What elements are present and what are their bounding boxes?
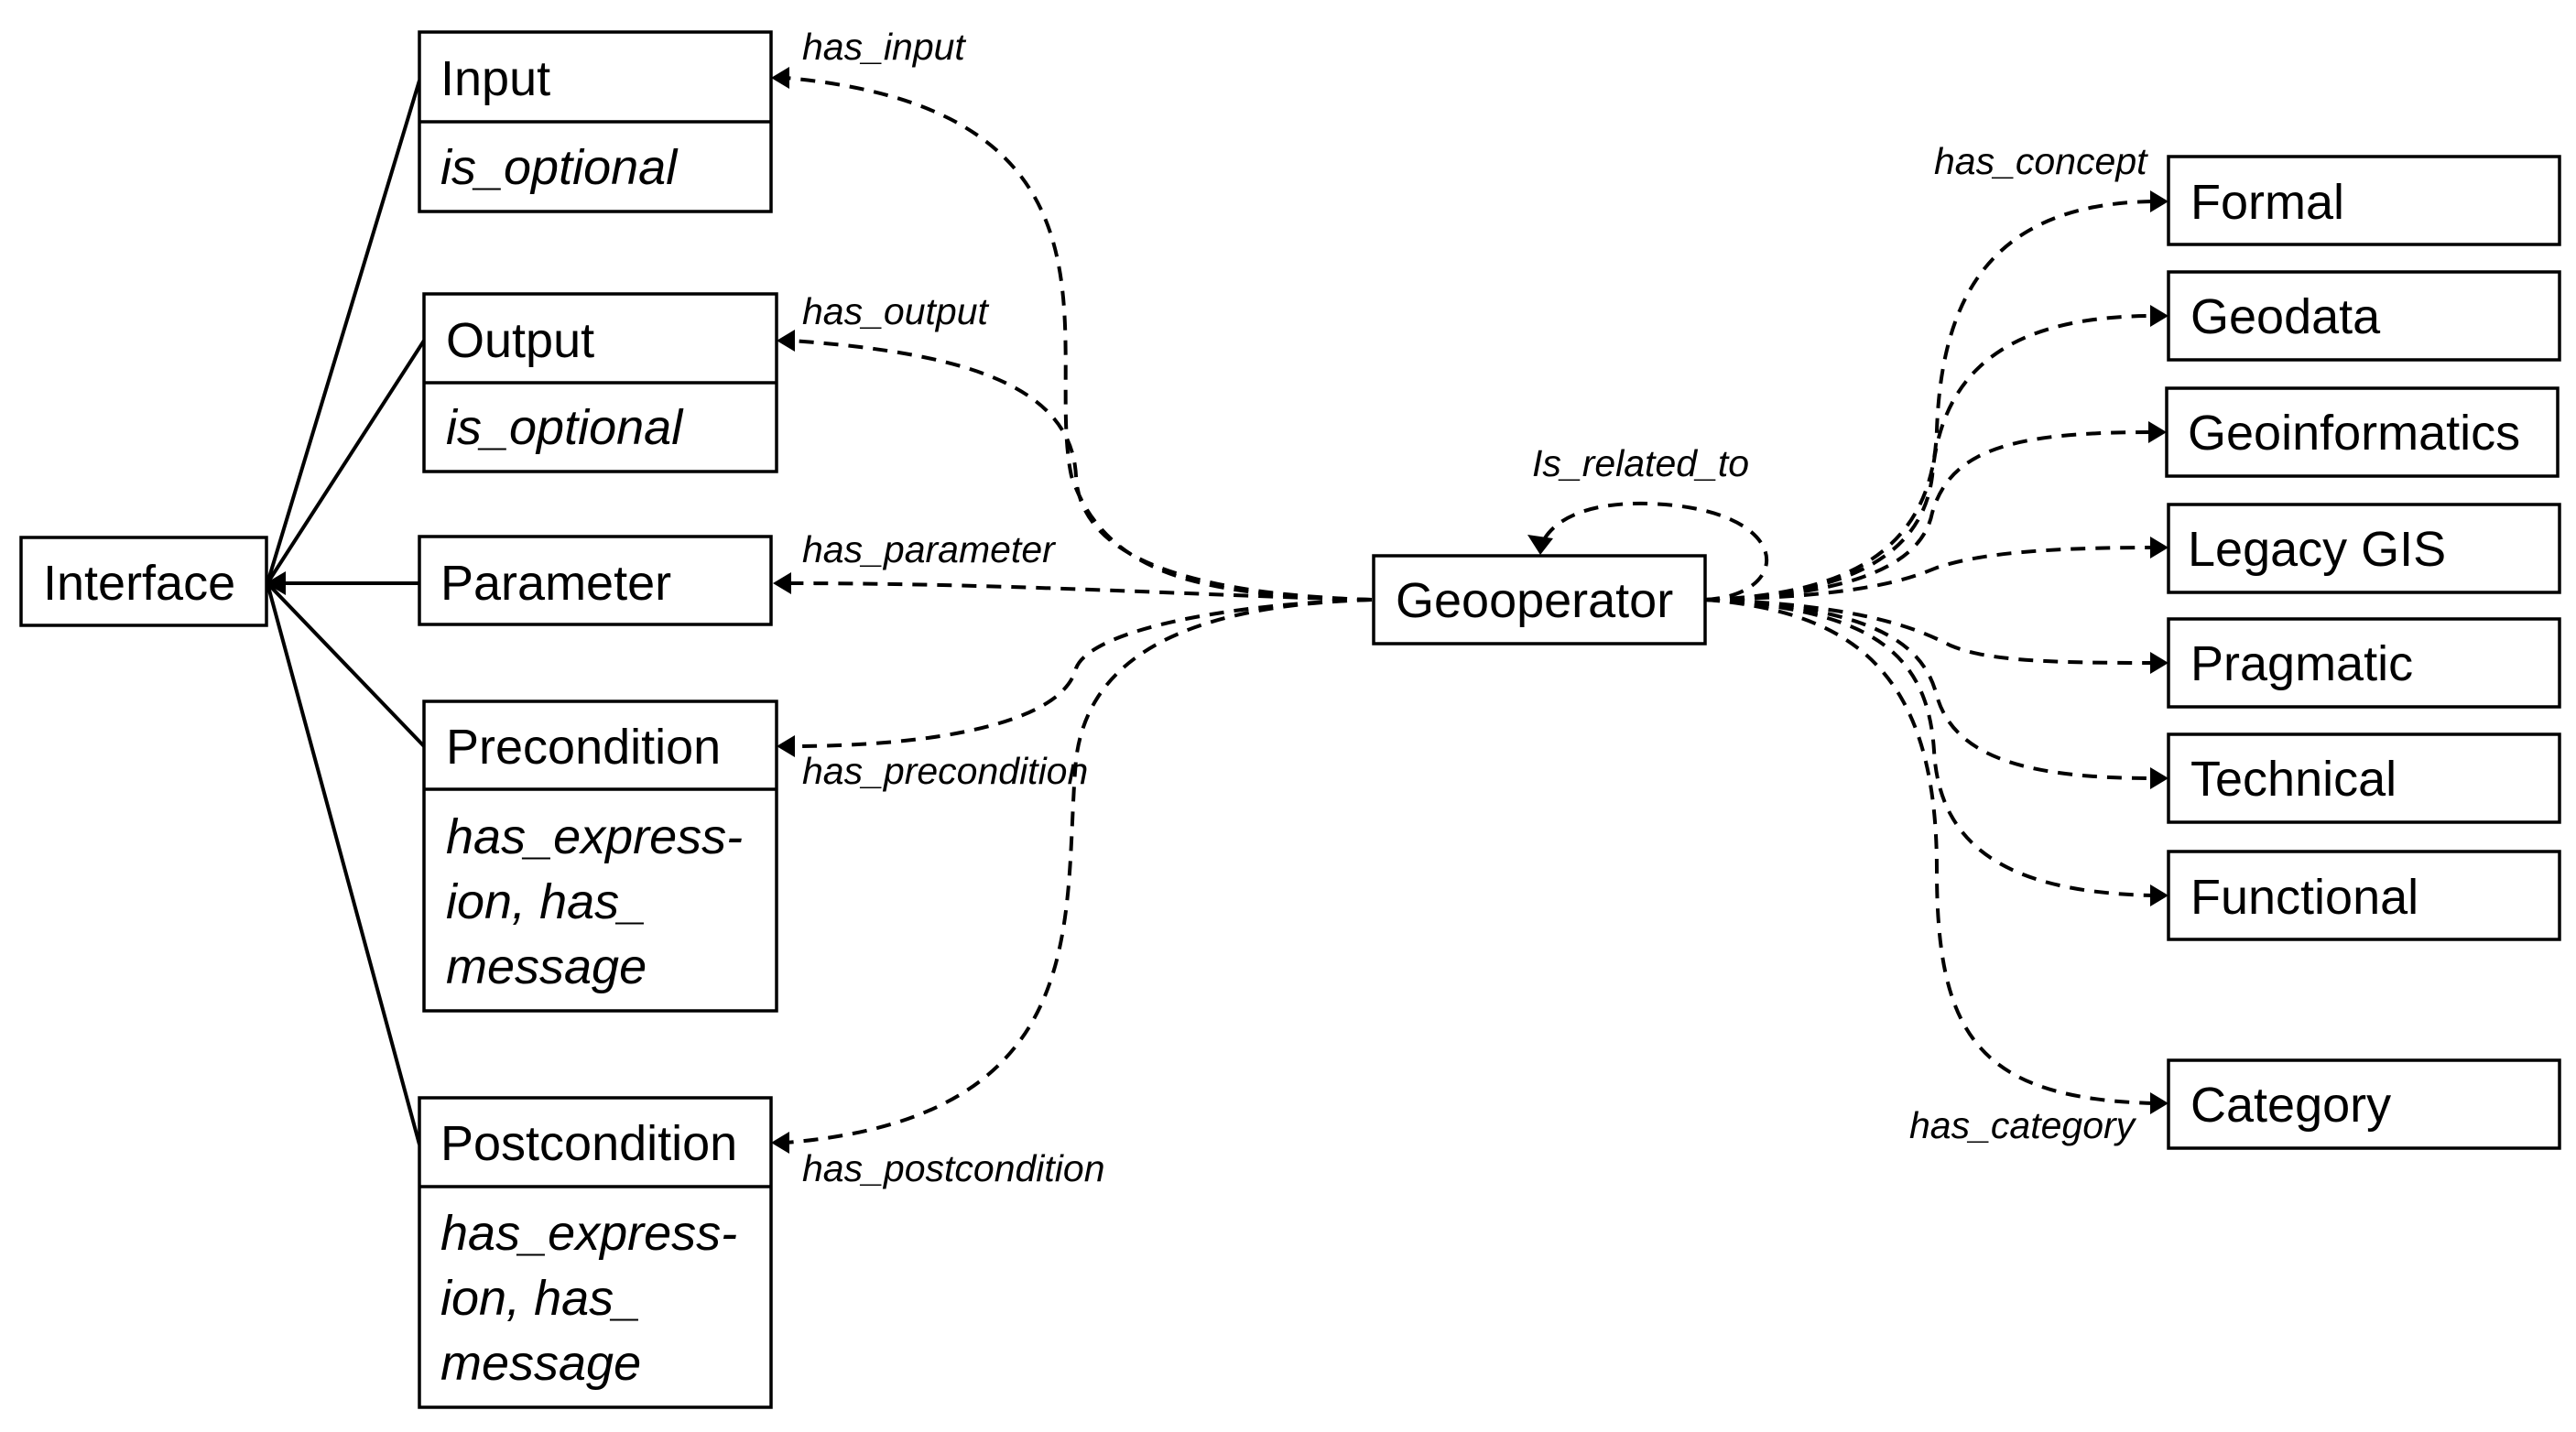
label-is-related-to: Is_related_to bbox=[1532, 442, 1749, 484]
node-pragmatic: Pragmatic bbox=[2167, 617, 2561, 709]
node-legacy-gis: Legacy GIS bbox=[2167, 503, 2561, 594]
arrowhead-has-output bbox=[777, 330, 795, 352]
arrowhead-has-input bbox=[771, 67, 789, 89]
node-title: Interface bbox=[43, 556, 235, 611]
edge-has-input bbox=[785, 76, 1373, 602]
edge-geodata bbox=[1704, 314, 2155, 602]
arrowhead-technical bbox=[2150, 767, 2168, 789]
edge-technical bbox=[1704, 598, 2155, 780]
node-attribute: message bbox=[446, 939, 647, 994]
node-category: Category bbox=[2167, 1058, 2561, 1150]
node-attribute: has_express- bbox=[440, 1206, 737, 1261]
self-loop bbox=[1527, 501, 1769, 602]
node-title: Geoinformatics bbox=[2188, 406, 2520, 461]
arrowhead-has-postcondition bbox=[771, 1132, 789, 1154]
edge-has-output bbox=[790, 339, 1373, 602]
edge-legacy-gis bbox=[1704, 546, 2155, 602]
node-attribute: ion, has_ bbox=[440, 1271, 641, 1326]
node-title: Parameter bbox=[440, 556, 671, 611]
node-title: Formal bbox=[2190, 175, 2344, 230]
node-attribute: is_optional bbox=[446, 400, 684, 455]
arrowhead-has-precondition bbox=[777, 735, 795, 757]
node-geoinformatics: Geoinformatics bbox=[2165, 386, 2560, 478]
arrowhead-interface bbox=[266, 571, 286, 595]
arrowhead-geoinformatics bbox=[2148, 421, 2167, 443]
right-edges bbox=[1704, 190, 2168, 1114]
label-has-input: has_input bbox=[802, 26, 966, 68]
node-title: Legacy GIS bbox=[2188, 522, 2446, 577]
link-interface-postcondition bbox=[266, 582, 421, 1145]
node-geooperator: Geooperator bbox=[1372, 554, 1707, 645]
node-title: Functional bbox=[2190, 870, 2418, 925]
node-attribute: message bbox=[440, 1336, 641, 1391]
node-parameter: Parameter bbox=[418, 535, 773, 626]
arrowhead-functional bbox=[2150, 884, 2168, 906]
node-formal: Formal bbox=[2167, 155, 2561, 246]
edge-geoinformatics bbox=[1704, 430, 2153, 602]
arrowhead-pragmatic bbox=[2150, 652, 2168, 674]
arrowhead-geodata bbox=[2150, 305, 2168, 327]
interface-links bbox=[266, 80, 426, 1145]
node-title: Precondition bbox=[446, 720, 721, 775]
edge-has-precondition bbox=[790, 598, 1373, 748]
edge-has-concept-formal bbox=[1704, 200, 2155, 602]
node-title: Pragmatic bbox=[2190, 636, 2413, 691]
node-precondition: Precondition has_express- ion, has_ mess… bbox=[422, 700, 778, 1013]
edge-functional bbox=[1704, 598, 2155, 897]
edge-has-category bbox=[1704, 598, 2155, 1105]
node-title: Input bbox=[440, 51, 550, 106]
node-attribute: ion, has_ bbox=[446, 874, 647, 929]
link-interface-input bbox=[266, 80, 421, 584]
node-title: Category bbox=[2190, 1078, 2391, 1133]
node-title: Geooperator bbox=[1396, 573, 1673, 628]
link-interface-output bbox=[266, 339, 426, 585]
arrowhead-has-parameter bbox=[773, 572, 791, 594]
edge-has-parameter bbox=[787, 581, 1373, 602]
node-attribute: is_optional bbox=[440, 140, 679, 195]
label-has-precondition: has_precondition bbox=[802, 750, 1088, 792]
label-has-output: has_output bbox=[802, 290, 990, 332]
node-interface: Interface bbox=[19, 536, 268, 627]
node-title: Technical bbox=[2190, 752, 2397, 807]
arrowhead-category bbox=[2150, 1092, 2168, 1114]
node-geodata: Geodata bbox=[2167, 270, 2561, 362]
node-functional: Functional bbox=[2167, 850, 2561, 941]
label-has-concept: has_concept bbox=[1934, 140, 2148, 182]
node-title: Geodata bbox=[2190, 289, 2381, 344]
arrowhead-formal bbox=[2150, 190, 2168, 212]
label-has-category: has_category bbox=[1909, 1104, 2137, 1146]
node-input: Input is_optional bbox=[418, 30, 773, 213]
edge-pragmatic bbox=[1704, 598, 2155, 665]
label-has-parameter: has_parameter bbox=[802, 528, 1057, 570]
node-title: Output bbox=[446, 313, 594, 368]
node-postcondition: Postcondition has_express- ion, has_ mes… bbox=[418, 1096, 773, 1409]
left-edges bbox=[771, 67, 1373, 1154]
edge-has-postcondition bbox=[785, 598, 1373, 1145]
node-technical: Technical bbox=[2167, 732, 2561, 824]
node-title: Postcondition bbox=[440, 1116, 737, 1171]
edge-labels: has_input has_output has_parameter has_p… bbox=[802, 26, 2148, 1189]
link-interface-precondition bbox=[266, 581, 426, 748]
node-output: Output is_optional bbox=[422, 292, 778, 473]
label-has-postcondition: has_postcondition bbox=[802, 1147, 1105, 1189]
node-attribute: has_express- bbox=[446, 809, 743, 864]
arrowhead-is-related-to bbox=[1527, 535, 1553, 555]
edge-is-related-to bbox=[1538, 501, 1769, 602]
arrowhead-legacy-gis bbox=[2150, 537, 2168, 559]
